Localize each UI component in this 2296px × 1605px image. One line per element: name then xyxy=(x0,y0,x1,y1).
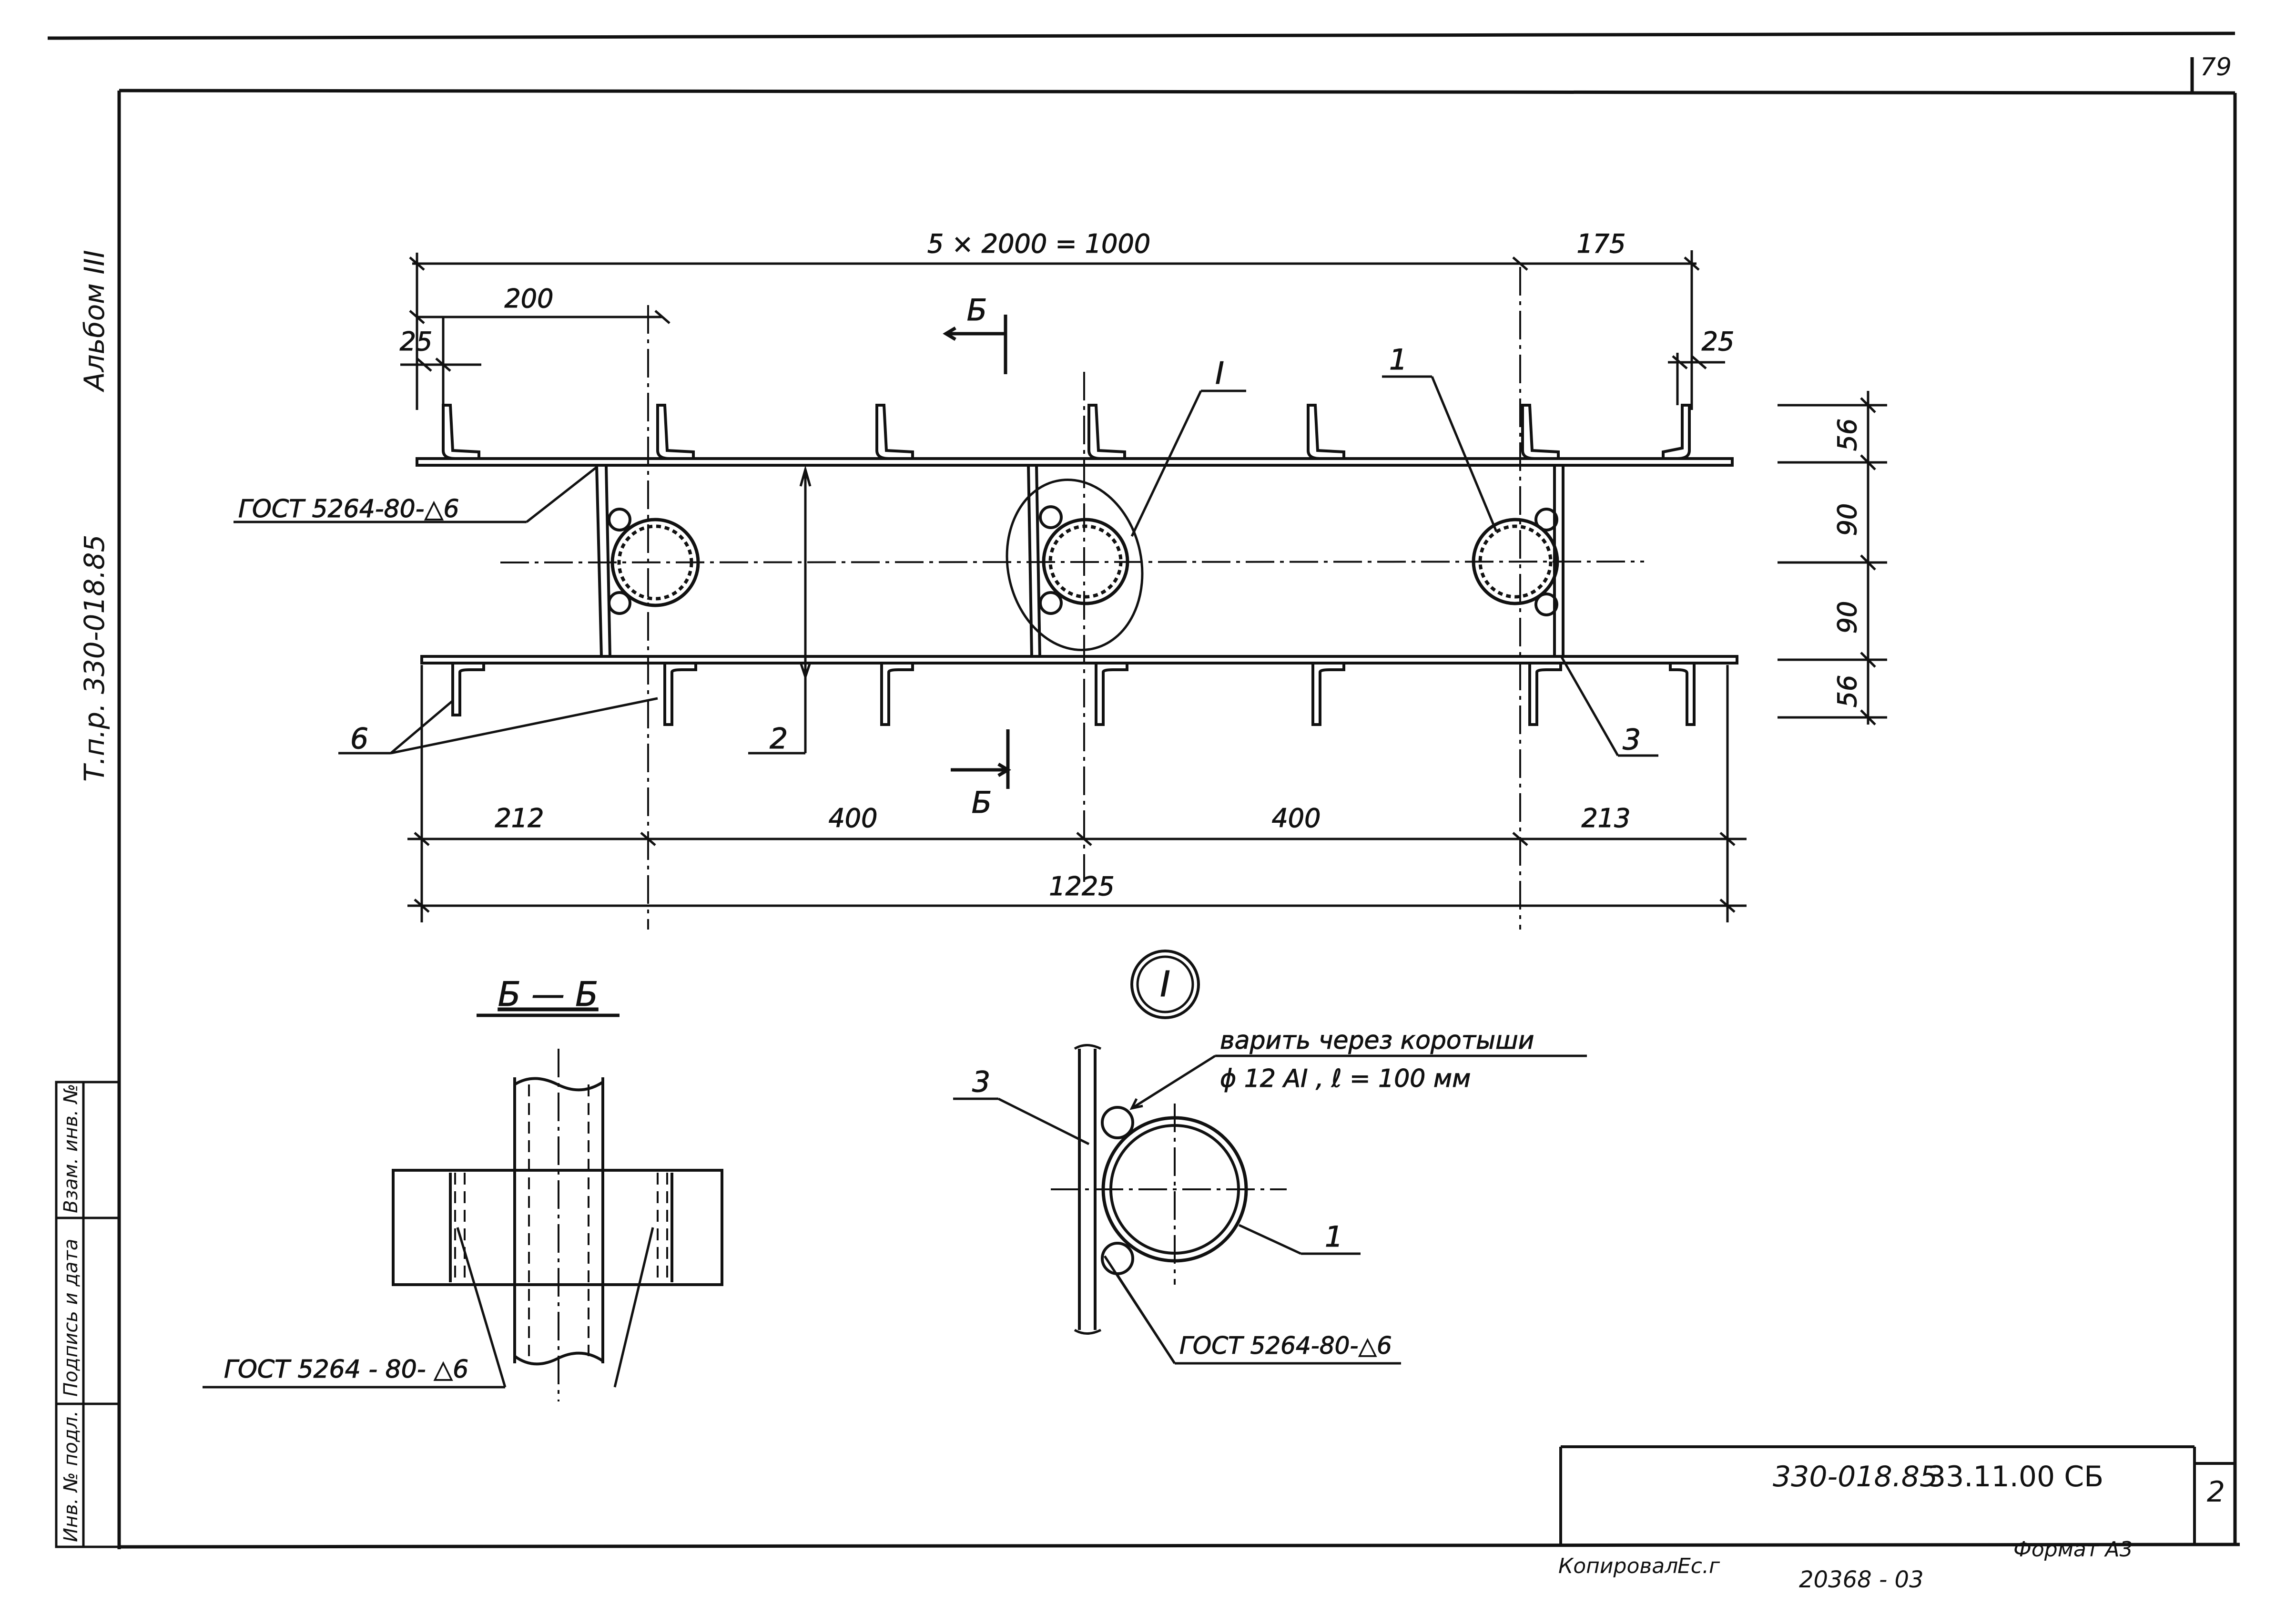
footer-format: Формат А3 xyxy=(2013,1537,2133,1562)
title-doc-number: 330-018.85 xyxy=(1773,1460,1938,1493)
dim-total-top: 5 × 2000 = 1000 xyxy=(927,229,1150,259)
dim-1225: 1225 xyxy=(1049,871,1114,901)
dim-213: 213 xyxy=(1581,803,1630,833)
dim-400-left: 400 xyxy=(828,803,877,833)
detail-i: I варить через коротыши ϕ 12 АI , ℓ = 10… xyxy=(953,950,1587,1365)
left-stamp-strip xyxy=(55,1081,121,1548)
strip-cell-bot: Взам. инв. № xyxy=(60,1084,82,1213)
footer-copier-sign: Ес.г xyxy=(1677,1554,1720,1578)
plan-callout-3: 3 xyxy=(1623,723,1641,756)
plan-view: 5 × 2000 = 1000 175 200 25 25 56 90 90 5… xyxy=(234,229,1887,930)
title-code: 33.11.00 СБ xyxy=(1928,1460,2103,1493)
detail-i-note-1: варить через коротыши xyxy=(1220,1026,1534,1055)
section-bb-weld-note: ГОСТ 5264 - 80- △6 xyxy=(224,1355,468,1384)
sheet-corner-number: 2 xyxy=(2207,1475,2225,1509)
centre-lines xyxy=(500,267,1645,930)
dim-90-top: 90 xyxy=(1832,503,1862,536)
plan-callout-2: 2 xyxy=(770,722,788,756)
plan-detail-mark: I xyxy=(1215,356,1224,391)
dim-200: 200 xyxy=(504,284,553,314)
detail-i-marker: I xyxy=(1160,964,1170,1005)
strip-cell-mid: Подпись и дата xyxy=(60,1239,82,1397)
top-angle-clips xyxy=(442,404,1691,460)
dim-56-top: 56 xyxy=(1832,419,1862,451)
dim-2-arrow xyxy=(748,465,812,755)
detail-i-weld-note: ГОСТ 5264-80-△6 xyxy=(1179,1332,1392,1360)
short-rods xyxy=(608,505,1558,616)
side-album-label: Альбом III xyxy=(78,250,111,393)
right-dimensions xyxy=(1778,391,1887,726)
title-block xyxy=(1559,1445,2235,1544)
bottom-dimensions xyxy=(407,665,1747,922)
section-markers xyxy=(943,315,1011,789)
dim-56-bottom: 56 xyxy=(1832,675,1862,708)
top-dimensions xyxy=(400,250,1725,410)
detail-i-callout-1: 1 xyxy=(1325,1220,1343,1254)
section-bb-title: Б — Б xyxy=(498,975,599,1014)
page-number: 79 xyxy=(2200,53,2232,82)
detail-i-callout-3: 3 xyxy=(972,1065,990,1099)
detail-i-note-2: ϕ 12 АI , ℓ = 100 мм xyxy=(1220,1064,1471,1093)
section-mark-bottom: Б xyxy=(972,785,992,820)
footer-archive-no: 20368 - 03 xyxy=(1799,1566,1924,1593)
dim-175: 175 xyxy=(1576,229,1625,259)
section-mark-top: Б xyxy=(967,293,987,327)
plan-callout-6: 6 xyxy=(350,722,368,756)
detail-i-outline xyxy=(1006,479,1144,651)
dim-400-right: 400 xyxy=(1271,803,1321,833)
dim-212: 212 xyxy=(495,803,544,833)
strip-cell-top: Инв. № подл. xyxy=(60,1411,82,1542)
leaders xyxy=(234,375,1658,757)
dim-25-left: 25 xyxy=(400,327,433,357)
footer-copied-by: Копировал xyxy=(1558,1554,1678,1578)
sheet-frame xyxy=(47,31,2240,1549)
plan-weld-note: ГОСТ 5264-80-△6 xyxy=(238,495,459,523)
dim-25-right: 25 xyxy=(1702,327,1735,357)
plan-callout-1: 1 xyxy=(1389,343,1407,377)
section-bb: Б — Б ГОСТ 5264 - 80- △6 xyxy=(203,975,723,1401)
side-project-label: Т.п.р. 330-018.85 xyxy=(78,535,111,782)
bottom-angle-clips xyxy=(451,662,1696,726)
dim-90-bottom: 90 xyxy=(1832,601,1862,634)
